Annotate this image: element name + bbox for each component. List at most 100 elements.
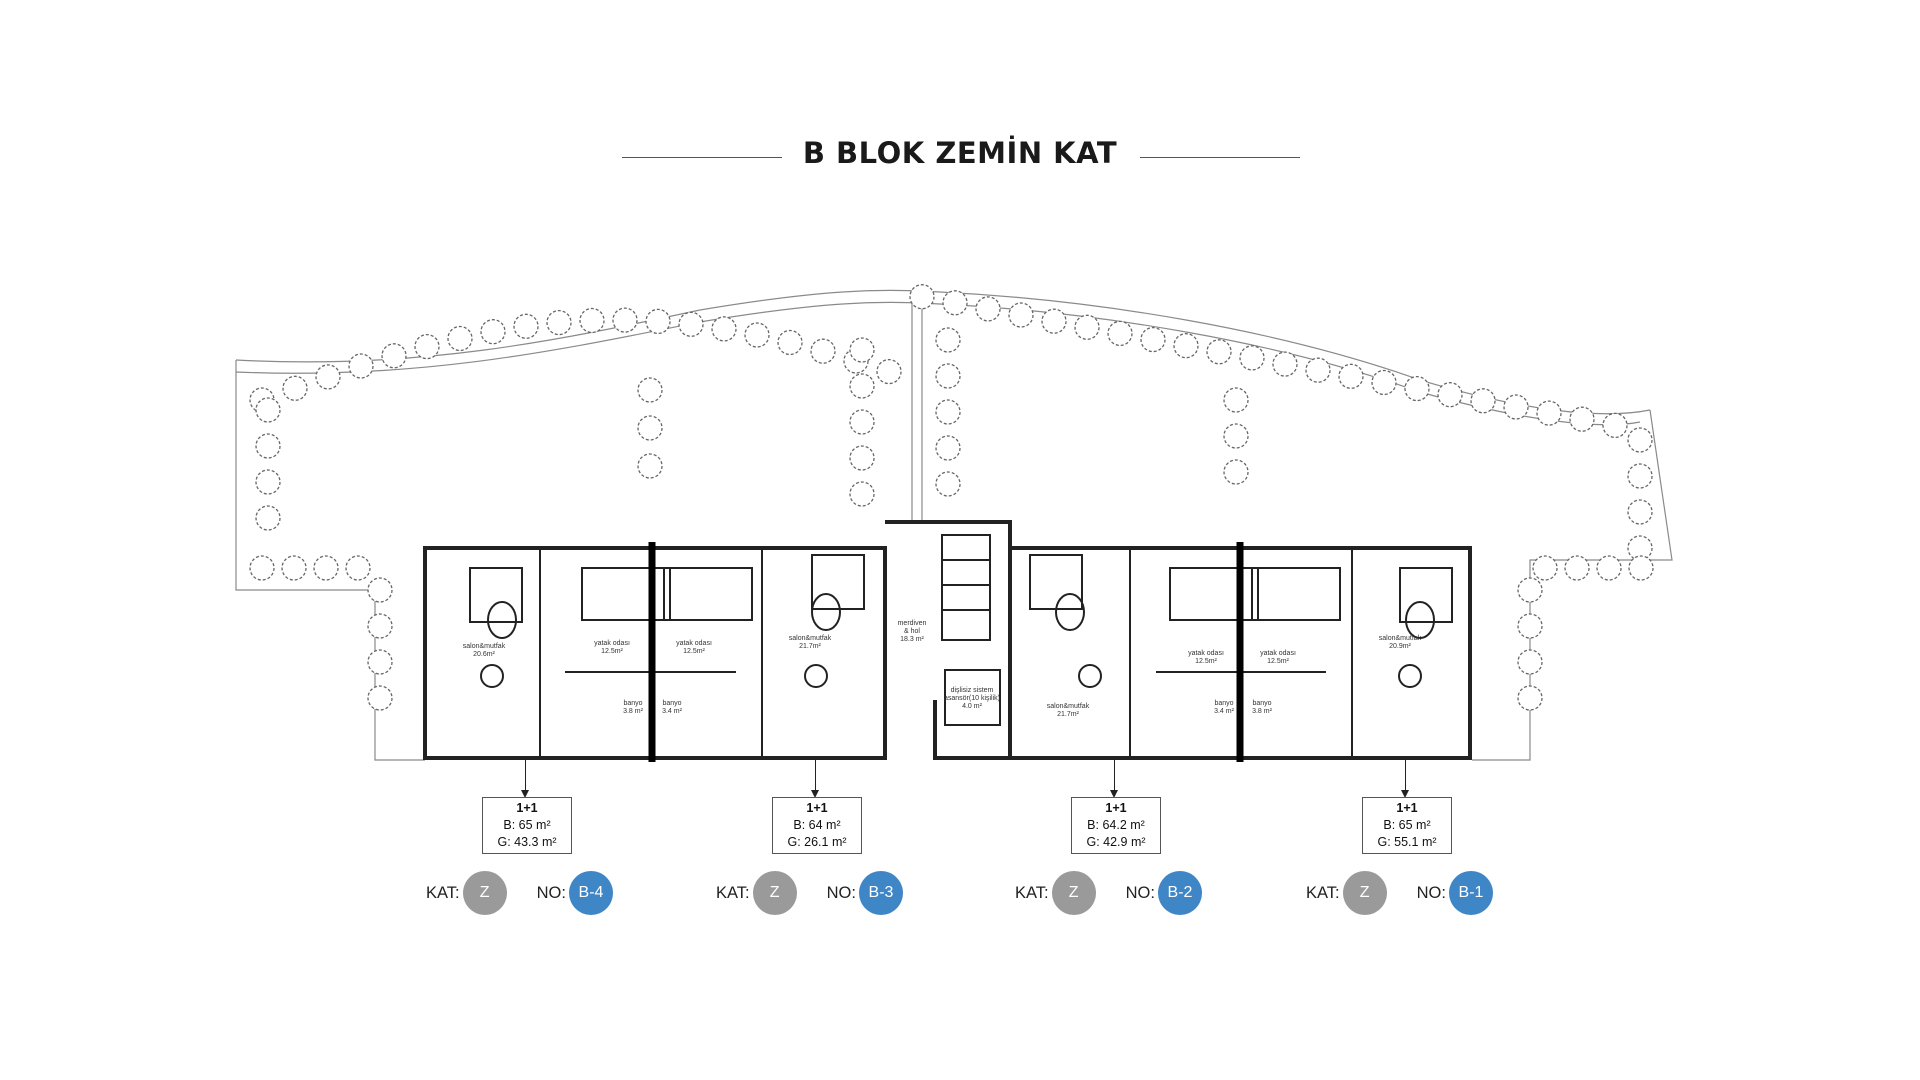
kat-label: KAT: <box>716 883 750 902</box>
tree-symbol <box>367 613 393 639</box>
tree-symbol <box>935 435 961 461</box>
tree-symbol <box>1206 339 1232 365</box>
room-area: 3.4 m² <box>662 708 683 715</box>
tree-symbol <box>637 377 663 403</box>
tree-symbol <box>1602 412 1628 439</box>
tree-symbol <box>849 481 875 507</box>
kat-label: KAT: <box>1015 883 1049 902</box>
garden-boundary-right <box>1472 409 1673 761</box>
arrow-b1 <box>1401 760 1409 798</box>
unit-no-badge: B-1 <box>1448 871 1493 915</box>
tree-symbol <box>367 577 393 603</box>
tree-symbol <box>975 296 1001 322</box>
unit-type: 1+1 <box>516 801 538 815</box>
tree-symbol <box>1517 613 1543 639</box>
room-label: yatak odası <box>676 640 712 647</box>
unit-garden: G: 43.3 m² <box>497 835 557 849</box>
tree-symbol <box>849 337 875 363</box>
tree-symbol <box>612 307 638 333</box>
tree-symbol <box>1338 363 1364 389</box>
arrow-b2 <box>1110 760 1118 798</box>
unit-brut: B: 64.2 m² <box>1087 818 1145 832</box>
tree-symbol <box>1239 345 1265 371</box>
tree-symbol <box>1074 314 1100 340</box>
garden-boundary-curve-inner <box>235 301 1641 426</box>
sofa-b1 <box>1399 567 1453 623</box>
page-title: B BLOK ZEMİN KAT <box>802 136 1118 170</box>
unit-brut: B: 65 m² <box>503 818 551 832</box>
tree-symbol <box>637 415 663 441</box>
tree-symbol <box>711 316 737 342</box>
bed-b1 <box>1251 567 1341 621</box>
room-area: 12.5m² <box>1267 658 1289 665</box>
room-label: dişlisiz sistem <box>951 687 994 694</box>
unit-type: 1+1 <box>1396 801 1418 815</box>
tree-symbol <box>480 319 506 345</box>
bed-b2 <box>1169 567 1259 621</box>
tree-symbol <box>1627 535 1653 561</box>
tree-symbol <box>1627 463 1653 489</box>
room-label: banyo <box>1214 700 1233 707</box>
tree-symbol <box>849 445 875 471</box>
tree-symbol <box>1173 333 1199 359</box>
tree-symbol <box>637 453 663 479</box>
tree-symbol <box>909 284 935 310</box>
tree-symbol <box>367 685 393 711</box>
tree-row <box>249 284 1654 711</box>
arrow-b4 <box>521 760 529 798</box>
tree-symbol <box>1596 555 1622 581</box>
tree-symbol <box>1223 387 1249 413</box>
tree-symbol <box>1532 555 1558 581</box>
kat-badge: Z <box>752 871 797 915</box>
room-area: 21.7m² <box>1057 711 1079 718</box>
dining-b1 <box>1398 664 1422 688</box>
tree-symbol <box>381 343 407 369</box>
tree-symbol <box>255 433 281 459</box>
table-b1 <box>1405 601 1435 639</box>
tree-symbol <box>1628 555 1654 581</box>
tree-symbol <box>810 338 836 364</box>
dining-b2 <box>1078 664 1102 688</box>
room-label: salon&mutfak <box>1379 635 1422 642</box>
dining-b3 <box>804 664 828 688</box>
kat-label: KAT: <box>426 883 460 902</box>
unit-info-b3: 1+1 B: 64 m² G: 26.1 m² <box>772 797 862 854</box>
room-area: 12.5m² <box>1195 658 1217 665</box>
tree-symbol <box>546 309 572 336</box>
unit-info-b2: 1+1 B: 64.2 m² G: 42.9 m² <box>1071 797 1161 854</box>
badges-b4: KAT: Z NO: B-4 <box>426 870 613 916</box>
room-label: yatak odası <box>594 640 630 647</box>
tree-symbol <box>1041 308 1067 334</box>
tree-symbol <box>1140 326 1166 353</box>
tree-symbol <box>645 308 671 335</box>
room-label: banyo <box>662 700 681 707</box>
room-label: salon&mutfak <box>789 635 832 642</box>
tree-symbol <box>1223 459 1249 485</box>
room-label: salon&mutfak <box>1047 703 1090 710</box>
unit-no-badge: B-3 <box>858 871 903 915</box>
title-rule-left <box>622 157 782 158</box>
room-area: 21.7m² <box>799 643 821 650</box>
unit-no-badge: B-2 <box>1157 871 1202 915</box>
unit-brut: B: 65 m² <box>1383 818 1431 832</box>
unit-garden: G: 55.1 m² <box>1377 835 1437 849</box>
tree-symbol <box>1564 555 1590 581</box>
room-label: asansör(10 kişilik) <box>944 695 1000 702</box>
tree-symbol <box>1107 320 1133 347</box>
tree-symbol <box>1470 388 1496 414</box>
tree-symbol <box>935 399 961 425</box>
unit-info-b4: 1+1 B: 65 m² G: 43.3 m² <box>482 797 572 854</box>
table-b4 <box>487 601 517 639</box>
tree-symbol <box>876 358 902 385</box>
tree-symbol <box>1008 302 1034 328</box>
tree-symbol <box>1627 427 1653 453</box>
room-label: yatak odası <box>1188 650 1224 657</box>
tree-symbol <box>1536 400 1562 426</box>
dining-b4 <box>480 664 504 688</box>
no-label: NO: <box>1125 883 1155 902</box>
tree-symbol <box>281 555 307 581</box>
sofa-b4 <box>469 567 523 623</box>
room-area: 3.4 m² <box>1214 708 1235 715</box>
table-b2 <box>1055 593 1085 631</box>
